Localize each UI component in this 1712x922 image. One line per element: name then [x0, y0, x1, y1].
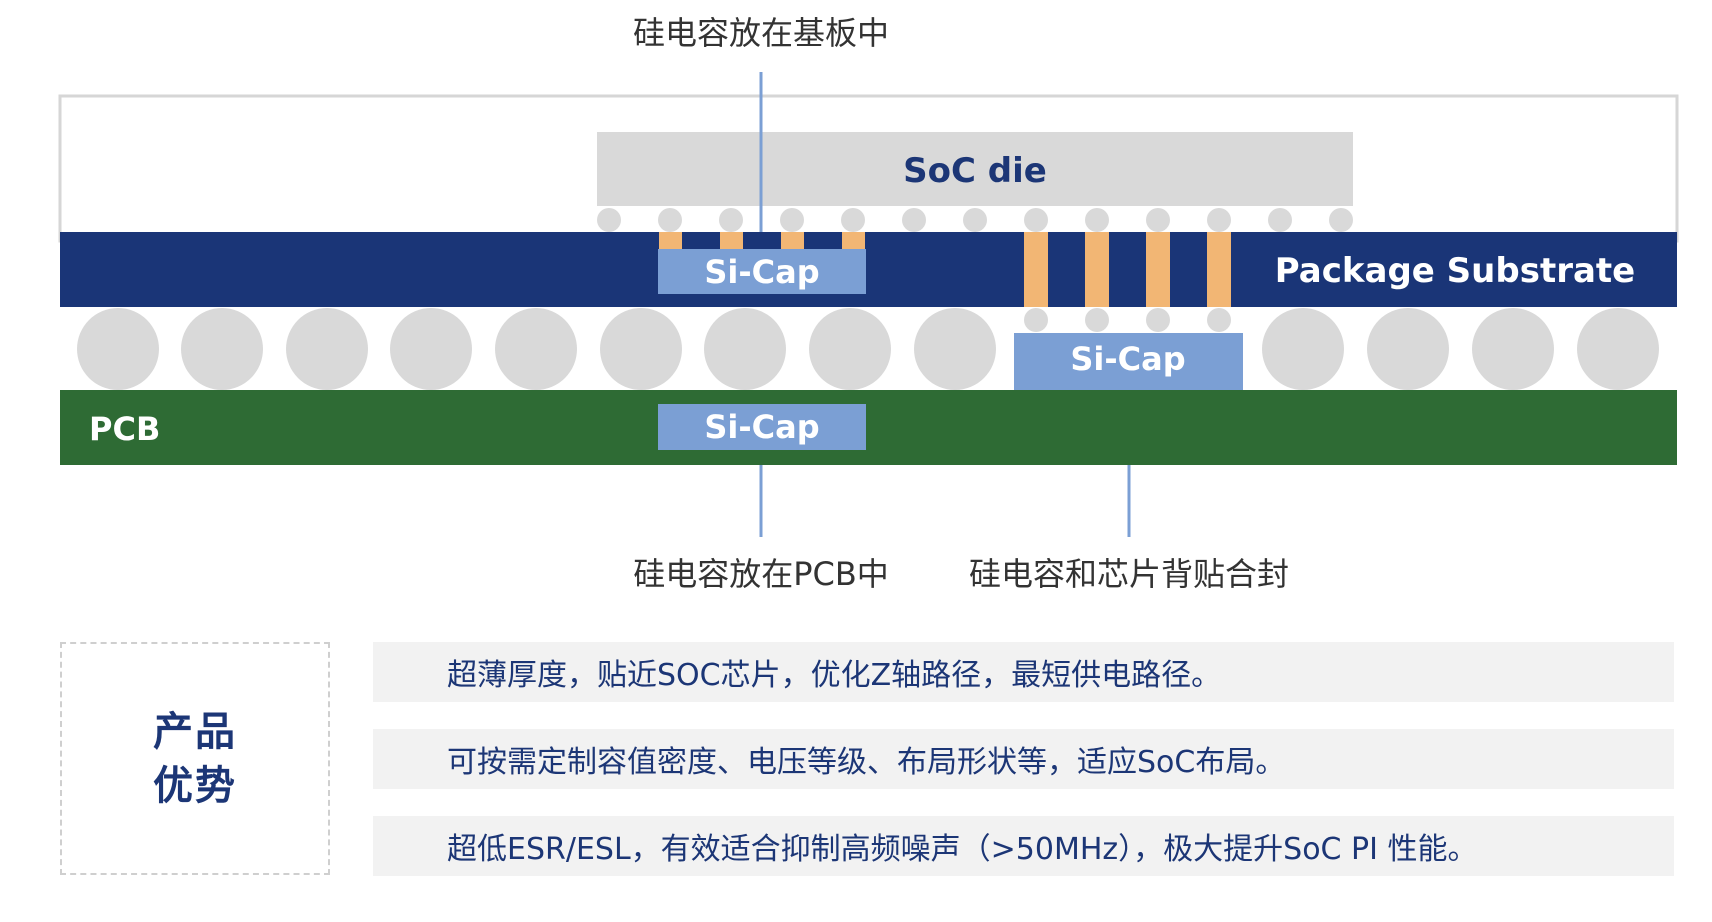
solder-ball [841, 208, 865, 232]
solder-ball [1207, 308, 1231, 332]
pcb-label: PCB [89, 410, 160, 448]
solder-ball [600, 308, 682, 390]
si-cap-embedded [658, 249, 866, 294]
via [1085, 232, 1109, 307]
solder-ball [1146, 308, 1170, 332]
via [1207, 232, 1231, 307]
cap-bumps [1024, 308, 1231, 332]
embedded-cap-vias [659, 232, 865, 249]
die-micro-bumps [597, 208, 1353, 232]
solder-ball [1207, 208, 1231, 232]
advantage-text: 超薄厚度，贴近SOC芯片，优化Z轴路径，最短供电路径。 [447, 658, 1222, 693]
advantage-item-1: 超薄厚度，贴近SOC芯片，优化Z轴路径，最短供电路径。 [373, 642, 1674, 702]
si-cap-pcb [658, 404, 866, 450]
solder-ball [1024, 208, 1048, 232]
advantage-text: 超低ESR/ESL，有效适合抑制高频噪声（>50MHz），极大提升SoC PI … [447, 832, 1478, 867]
solder-ball [1085, 308, 1109, 332]
solder-ball [780, 208, 804, 232]
si-cap-pcb-label: Si-Cap [704, 408, 819, 446]
through-vias [1024, 232, 1231, 307]
solder-ball [597, 208, 621, 232]
package-substrate [60, 232, 1677, 307]
bga-solder-balls [77, 308, 1659, 390]
solder-ball [719, 208, 743, 232]
advantage-item-2: 可按需定制容值密度、电压等级、布局形状等，适应SoC布局。 [373, 729, 1674, 789]
solder-ball [390, 308, 472, 390]
solder-ball [809, 308, 891, 390]
solder-ball [902, 208, 926, 232]
via [1024, 232, 1048, 307]
solder-ball [181, 308, 263, 390]
advantages-title-line1: 产品 [153, 708, 237, 755]
solder-ball [1577, 308, 1659, 390]
solder-ball [495, 308, 577, 390]
soc-die [597, 132, 1353, 206]
solder-ball [286, 308, 368, 390]
solder-ball [1268, 208, 1292, 232]
solder-ball [1367, 308, 1449, 390]
via [720, 232, 743, 249]
via [1146, 232, 1170, 307]
soc-die-label: SoC die [903, 151, 1047, 191]
si-cap-backside [1014, 333, 1243, 390]
callout-pcb: 硅电容放在PCB中 [633, 555, 889, 593]
solder-ball [704, 308, 786, 390]
solder-ball [77, 308, 159, 390]
pcb-board [60, 390, 1677, 465]
si-cap-embedded-label: Si-Cap [704, 253, 819, 291]
solder-ball [1472, 308, 1554, 390]
solder-ball [1262, 308, 1344, 390]
advantage-item-3: 超低ESR/ESL，有效适合抑制高频噪声（>50MHz），极大提升SoC PI … [373, 816, 1674, 876]
advantage-text: 可按需定制容值密度、电压等级、布局形状等，适应SoC布局。 [447, 745, 1286, 780]
via [842, 232, 865, 249]
via [659, 232, 682, 249]
si-cap-backside-label: Si-Cap [1070, 340, 1185, 378]
package-cross-section-diagram: SoC die Package Substrate Si-Cap Si-Cap … [58, 14, 1679, 593]
solder-ball [914, 308, 996, 390]
via [781, 232, 804, 249]
advantages-title-box: 产品 优势 [60, 642, 330, 875]
callout-substrate: 硅电容放在基板中 [633, 14, 889, 52]
solder-ball [963, 208, 987, 232]
solder-ball [1146, 208, 1170, 232]
solder-ball [1085, 208, 1109, 232]
advantages-title-line2: 优势 [153, 762, 237, 809]
solder-ball [658, 208, 682, 232]
callout-backside: 硅电容和芯片背贴合封 [969, 555, 1289, 593]
substrate-label: Package Substrate [1275, 251, 1635, 291]
solder-ball [1024, 308, 1048, 332]
solder-ball [1329, 208, 1353, 232]
